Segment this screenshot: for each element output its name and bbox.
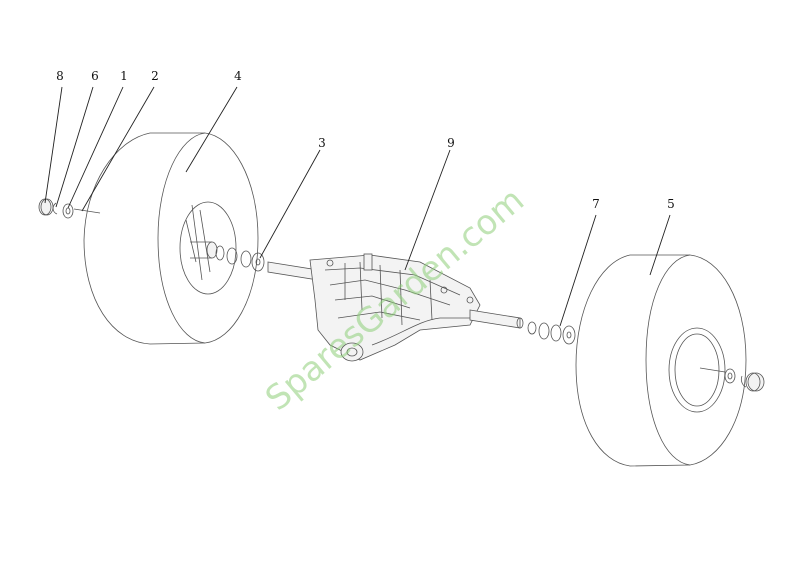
leader-9 (404, 149, 451, 271)
callout-2: 2 (151, 69, 159, 83)
callout-7: 7 (592, 197, 600, 211)
callout-1: 1 (120, 69, 128, 83)
watermark-text: SparesGarden.com (258, 180, 532, 419)
callout-labels: 8 6 1 2 4 3 9 7 5 (56, 69, 675, 211)
right-hub-cap[interactable] (740, 372, 765, 392)
callout-9: 9 (447, 136, 455, 150)
leader-2 (81, 86, 155, 212)
leader-6 (55, 86, 94, 208)
leader-5 (649, 214, 671, 276)
callout-8: 8 (56, 69, 64, 83)
callout-3: 3 (318, 136, 326, 150)
left-hub-cap[interactable] (38, 198, 54, 216)
left-roll-pin[interactable] (73, 208, 101, 214)
callout-5: 5 (667, 197, 675, 211)
left-clip[interactable] (52, 202, 58, 215)
right-tyre[interactable] (575, 254, 747, 467)
right-washer[interactable] (724, 368, 736, 384)
leader-7 (559, 214, 597, 327)
leader-4 (185, 86, 238, 173)
callout-4: 4 (234, 69, 242, 83)
transaxle-assembly[interactable] (267, 253, 524, 362)
leader-3 (259, 149, 321, 259)
leader-8 (44, 86, 63, 204)
left-washer-small[interactable] (62, 203, 74, 219)
left-tyre[interactable] (83, 132, 259, 345)
right-inner-washers[interactable] (527, 321, 576, 345)
leader-1 (67, 86, 124, 209)
callout-6: 6 (91, 69, 99, 83)
leader-lines (44, 86, 671, 327)
left-inner-washers[interactable] (215, 245, 265, 272)
